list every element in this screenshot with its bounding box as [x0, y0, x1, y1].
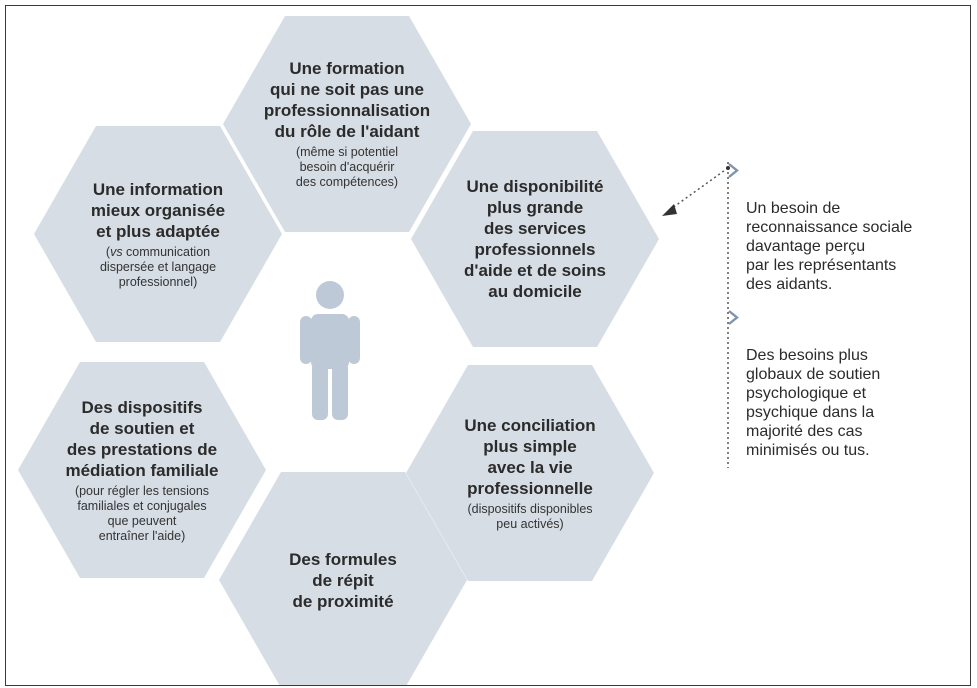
diagram-frame: Une formation qui ne soit pas une profes… — [5, 5, 971, 686]
hexagon-subtitle: (dispositifs disponibles peu activés) — [467, 501, 593, 531]
note-item: Un besoin de reconnaissance sociale dava… — [726, 161, 970, 294]
chevron-right-icon — [728, 163, 739, 178]
person-icon — [300, 281, 360, 420]
hexagon-title: Une information mieux organisée et plus … — [90, 179, 226, 241]
notes-list: Un besoin de reconnaissance sociale dava… — [726, 161, 970, 474]
hexagon-subtitle: (vs communication dispersée et langage p… — [99, 244, 217, 289]
note-text: Des besoins plus globaux de soutien psyc… — [746, 347, 881, 459]
chevron-right-icon — [728, 310, 739, 325]
hexagon-subtitle-italic: vs — [110, 244, 123, 259]
hexagon-title: Une formation qui ne soit pas une profes… — [263, 59, 431, 141]
dotted-arrow-icon — [662, 162, 730, 468]
hexagon-subtitle: (pour régler les tensions familiales et … — [74, 483, 210, 543]
hexagon-subtitle: (même si potentiel besoin d'acquérir des… — [295, 145, 399, 189]
hexagon-title: Une disponibilité plus grande des servic… — [464, 177, 606, 301]
hexagon-title: Des dispositifs de soutien et des presta… — [65, 397, 219, 480]
note-item: Des besoins plus globaux de soutien psyc… — [726, 308, 970, 460]
note-text: Un besoin de reconnaissance sociale dava… — [746, 200, 913, 293]
hexagon-title: Une conciliation plus simple avec la vie… — [464, 415, 596, 498]
hexagon-dispositifs: Des dispositifs de soutien et des presta… — [18, 362, 266, 578]
hexagon-formation: Une formation qui ne soit pas une profes… — [223, 16, 471, 232]
hexagon-subtitle-text: communication dispersée et langage profe… — [99, 244, 217, 289]
hexagon-title: Des formules de répit de proximité — [289, 549, 397, 611]
